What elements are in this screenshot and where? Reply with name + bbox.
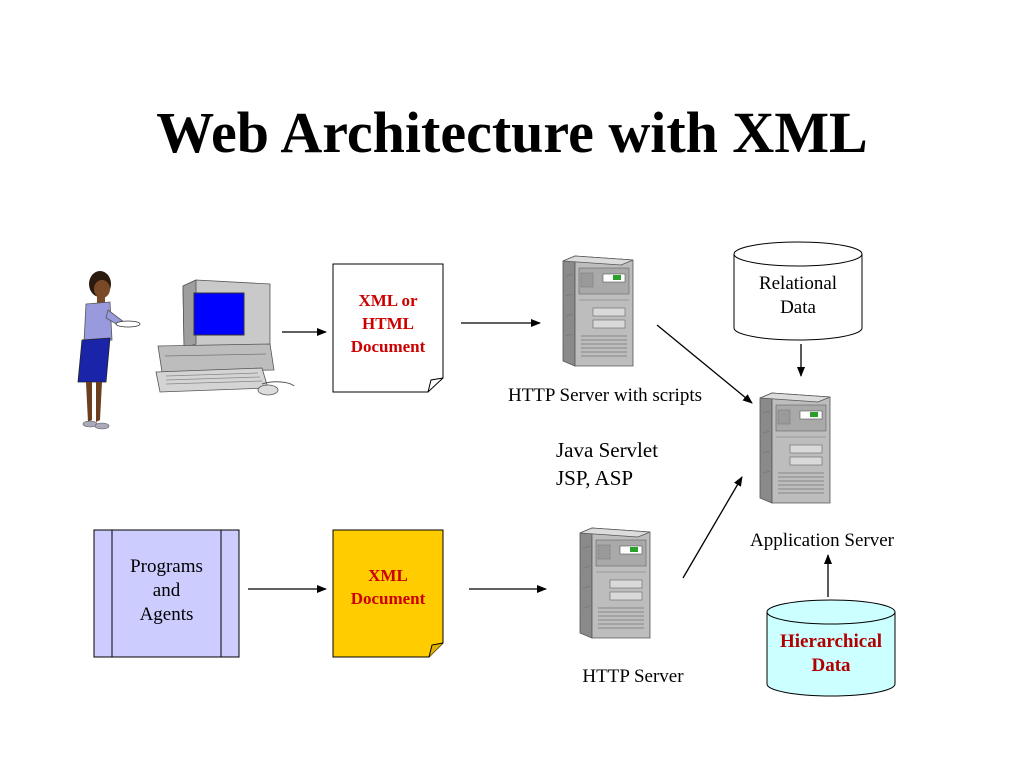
- person-icon: [77, 271, 141, 430]
- html-document-label: XML or HTML Document: [350, 291, 426, 356]
- slide-title: Web Architecture with XML: [156, 100, 868, 165]
- arrow-http-scripts-to-app: [656, 324, 753, 404]
- programs-box: [93, 529, 240, 658]
- application-server-icon: [759, 392, 831, 504]
- html-document-shape: [332, 263, 444, 393]
- http-server-icon: [579, 527, 651, 639]
- arrow-http-to-app: [682, 476, 743, 579]
- http-server-scripts-label: HTTP Server with scripts: [507, 385, 703, 406]
- application-server-label: Application Server: [749, 530, 895, 551]
- xml-document-shape: [332, 529, 444, 658]
- servlet-label: Java Servlet JSP, ASP: [556, 438, 659, 490]
- relational-data-label: Relational Data: [758, 273, 838, 318]
- http-server-label: HTTP Server: [582, 666, 684, 687]
- xml-document-label: XML Document: [350, 566, 426, 608]
- programs-label: Programs and Agents: [130, 556, 203, 625]
- hierarchical-data-label: Hierarchical Data: [779, 631, 882, 676]
- hierarchical-database-icon: [766, 599, 896, 697]
- relational-database-icon: [733, 241, 863, 341]
- computer-icon: [155, 279, 295, 396]
- http-server-scripts-icon: [562, 255, 634, 367]
